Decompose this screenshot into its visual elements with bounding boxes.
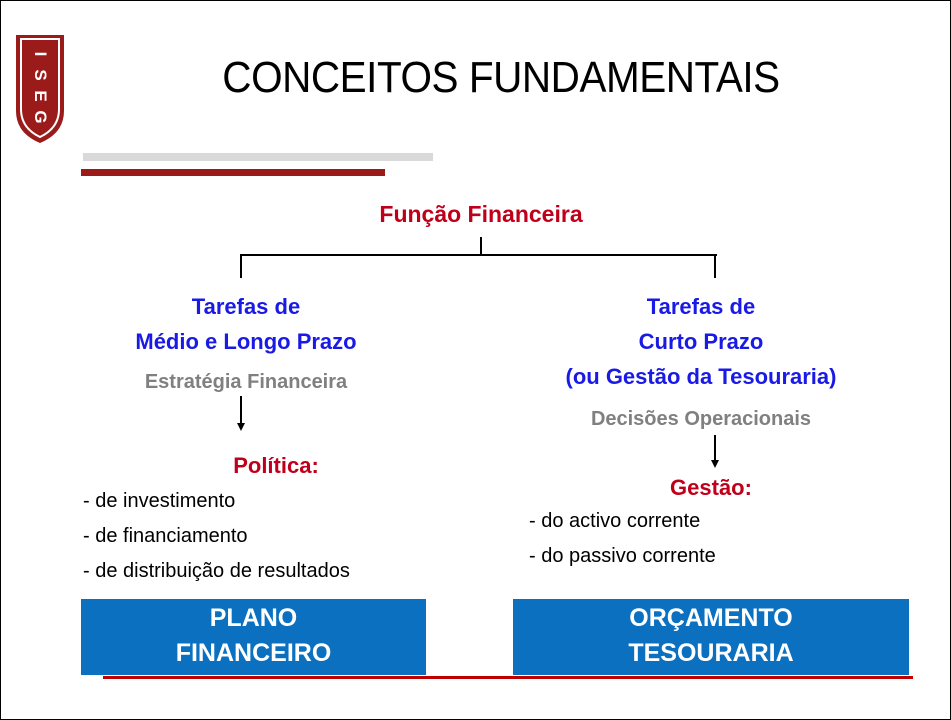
logo-letter-4: G bbox=[31, 110, 50, 123]
right-box: ORÇAMENTO TESOURARIA bbox=[513, 599, 909, 675]
iseg-logo: I S E G bbox=[16, 35, 64, 143]
logo-letter-1: I bbox=[31, 52, 50, 57]
left-policy: Política: bbox=[233, 453, 319, 478]
right-list: - do activo corrente - do passivo corren… bbox=[529, 504, 889, 574]
left-list: - de investimento - de financiamento - d… bbox=[83, 484, 443, 589]
left-box-line1: PLANO bbox=[209, 604, 298, 632]
left-heading-line1: Tarefas de bbox=[191, 294, 301, 319]
list-item: - de investimento bbox=[83, 490, 236, 512]
right-heading-line3: (ou Gestão da Tesouraria) bbox=[565, 364, 837, 389]
bottom-red-line bbox=[103, 676, 913, 679]
list-item: - de distribuição de resultados bbox=[83, 560, 350, 582]
left-sub: Estratégia Financeira bbox=[144, 371, 348, 393]
left-heading-line2: Médio e Longo Prazo bbox=[135, 329, 357, 354]
right-heading: Tarefas de Curto Prazo (ou Gestão da Tes… bbox=[501, 289, 901, 394]
list-item: - de financiamento bbox=[83, 525, 248, 547]
right-sub: Decisões Operacionais bbox=[590, 408, 812, 430]
right-heading-line2: Curto Prazo bbox=[638, 329, 764, 354]
left-arrow-shaft bbox=[240, 396, 242, 424]
right-policy: Gestão: bbox=[670, 475, 752, 500]
left-arrow-head bbox=[237, 423, 245, 431]
right-box-line1: ORÇAMENTO bbox=[629, 604, 793, 632]
right-arrow-shaft bbox=[714, 435, 716, 461]
left-box-line2: FINANCEIRO bbox=[175, 639, 332, 667]
right-arrow-head bbox=[711, 460, 719, 468]
list-item: - do activo corrente bbox=[529, 510, 701, 532]
slide-title: CONCEITOS FUNDAMENTAIS bbox=[222, 53, 780, 102]
right-heading-line1: Tarefas de bbox=[646, 294, 756, 319]
title-underline-red bbox=[81, 169, 385, 176]
right-box-line2: TESOURARIA bbox=[628, 639, 794, 667]
list-item: - do passivo corrente bbox=[529, 545, 716, 567]
branch-right-drop bbox=[714, 254, 716, 278]
branch-horizontal bbox=[240, 254, 717, 256]
branch-left-drop bbox=[240, 254, 242, 278]
left-heading: Tarefas de Médio e Longo Prazo bbox=[61, 289, 431, 359]
root-stem bbox=[480, 237, 482, 255]
logo-letter-3: E bbox=[31, 90, 50, 101]
left-box: PLANO FINANCEIRO bbox=[81, 599, 426, 675]
root-node: Função Financeira bbox=[379, 201, 583, 227]
logo-letter-2: S bbox=[31, 69, 50, 80]
title-underline-gray bbox=[83, 153, 433, 161]
